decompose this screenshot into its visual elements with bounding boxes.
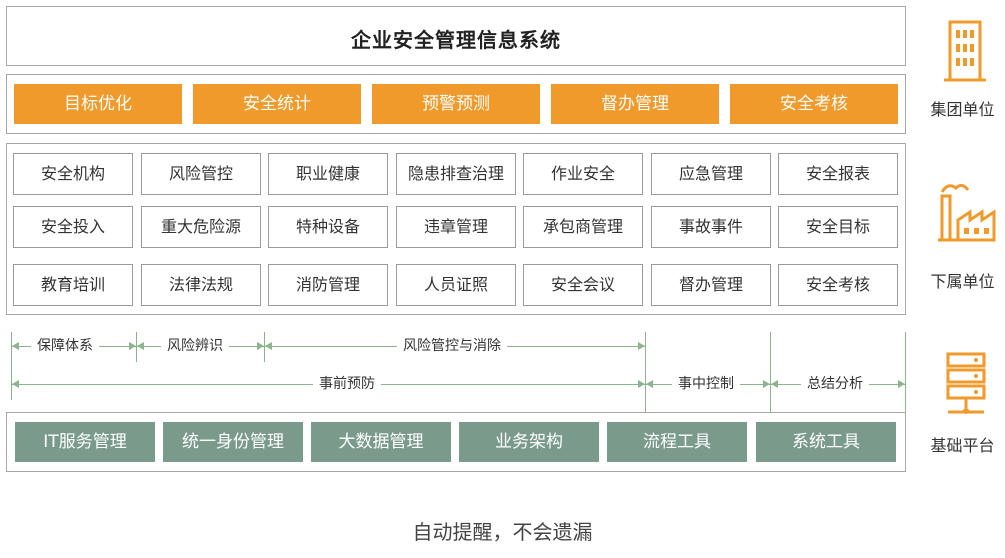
arrow-left-icon (646, 380, 653, 388)
footer-caption: 自动提醒，不会遗漏 (412, 520, 593, 544)
module-cell: 安全投入 (13, 206, 133, 248)
process-timeline: 保障体系 风险辨识 风险管控与消除 事前预防 事中控制 总结分析 (0, 320, 910, 415)
module-cell: 法律法规 (141, 264, 261, 306)
module-cell: 安全考核 (778, 264, 898, 306)
base-item-process-tools: 流程工具 (607, 422, 747, 462)
top-item-target-optimization: 目标优化 (14, 84, 182, 124)
arrow-right-icon (898, 380, 905, 388)
group-unit-label: 集团单位 (930, 100, 995, 119)
timeline-divider (136, 332, 137, 362)
module-cell: 教育培训 (13, 264, 133, 306)
arrow-left-icon (12, 380, 19, 388)
timeline-label-summary: 总结分析 (801, 375, 869, 393)
module-cell: 风险管控 (141, 153, 261, 195)
arrow-right-icon (129, 342, 136, 350)
top-item-warning-forecast: 预警预测 (372, 84, 540, 124)
base-item-architecture: 业务架构 (459, 422, 599, 462)
module-cell: 隐患排查治理 (396, 153, 516, 195)
arrow-right-icon (257, 342, 264, 350)
module-cell: 安全目标 (778, 206, 898, 248)
arrow-left-icon (137, 342, 144, 350)
timeline-divider (770, 332, 771, 412)
arrow-left-icon (265, 342, 272, 350)
module-cell: 人员证照 (396, 264, 516, 306)
module-cell: 消防管理 (268, 264, 388, 306)
module-cell: 事故事件 (651, 206, 771, 248)
module-cell: 作业安全 (523, 153, 643, 195)
timeline-divider (264, 332, 265, 362)
base-item-system-tools: 系统工具 (756, 422, 896, 462)
arrow-right-icon (638, 380, 645, 388)
arrow-right-icon (638, 342, 645, 350)
system-title: 企业安全管理信息系统 (351, 28, 561, 52)
arrow-left-icon (12, 342, 19, 350)
module-cell: 安全会议 (523, 264, 643, 306)
module-cell: 应急管理 (651, 153, 771, 195)
timeline-label-control: 风险管控与消除 (397, 337, 507, 355)
timeline-label-guarantee: 保障体系 (31, 337, 99, 355)
base-item-it-service: IT服务管理 (15, 422, 155, 462)
top-item-safety-statistics: 安全统计 (193, 84, 361, 124)
top-item-supervision: 督办管理 (551, 84, 719, 124)
building-icon (944, 20, 986, 82)
module-cell: 违章管理 (396, 206, 516, 248)
top-item-safety-assessment: 安全考核 (730, 84, 898, 124)
module-cell: 安全报表 (778, 153, 898, 195)
module-cell: 承包商管理 (523, 206, 643, 248)
base-item-identity: 统一身份管理 (163, 422, 303, 462)
arrow-left-icon (771, 380, 778, 388)
timeline-label-in-process: 事中控制 (672, 375, 740, 393)
module-cell: 督办管理 (651, 264, 771, 306)
module-cell: 职业健康 (268, 153, 388, 195)
module-cell: 安全机构 (13, 153, 133, 195)
timeline-divider (905, 332, 906, 412)
base-item-big-data: 大数据管理 (311, 422, 451, 462)
base-platform-label: 基础平台 (930, 436, 995, 455)
arrow-right-icon (763, 380, 770, 388)
system-title-box: 企业安全管理信息系统 (6, 6, 906, 66)
factory-icon (938, 183, 996, 242)
module-cell: 特种设备 (268, 206, 388, 248)
timeline-label-identification: 风险辨识 (161, 337, 229, 355)
timeline-divider (11, 332, 12, 400)
timeline-divider (645, 332, 646, 412)
timeline-label-prevention: 事前预防 (313, 375, 381, 393)
subsidiary-unit-label: 下属单位 (930, 272, 995, 291)
module-cell: 重大危险源 (141, 206, 261, 248)
server-icon (946, 352, 986, 414)
